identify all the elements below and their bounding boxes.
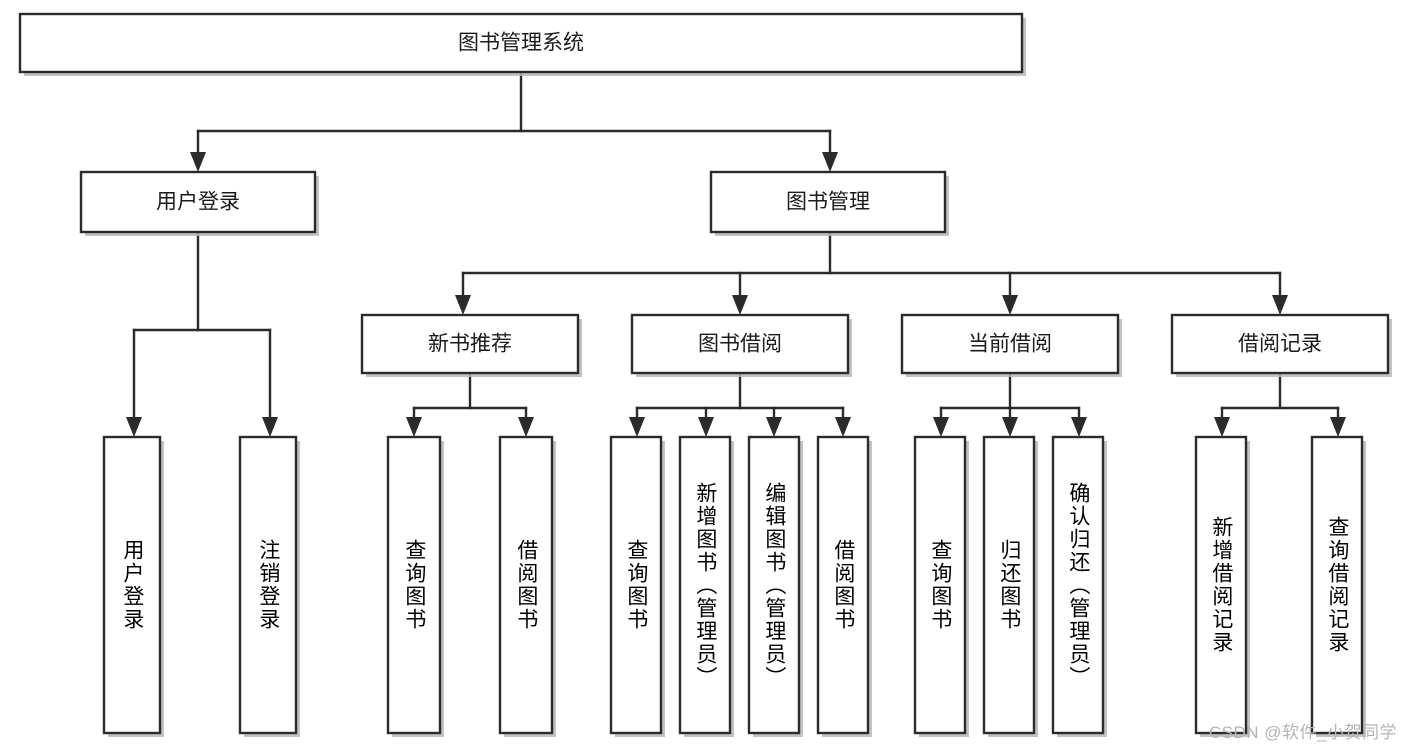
arrow-newbook-l2 — [518, 417, 534, 437]
arrow-login-leaf2 — [262, 417, 278, 437]
leaf-boxes-current-borrow — [913, 435, 1107, 737]
leaf-box-borrow-2[interactable] — [678, 435, 732, 735]
arrow-record-l1 — [1214, 417, 1230, 437]
leaf-box-current-2[interactable] — [982, 435, 1036, 735]
node-borrow-record-label: 借阅记录 — [1238, 333, 1322, 356]
node-book-management-box[interactable] — [709, 170, 947, 234]
connector-group-login — [126, 230, 278, 437]
node-book-management-label: 图书管理 — [786, 191, 870, 214]
csdn-watermark: CSDN @软件_小贺同学 — [1208, 723, 1397, 742]
node-book-borrow[interactable]: 图书借阅 — [630, 313, 852, 377]
node-new-book-recommend-box[interactable] — [360, 313, 580, 375]
leaf-box-borrow-4[interactable] — [816, 435, 870, 735]
leaf-box-newbook-1[interactable] — [386, 435, 442, 735]
leaf-box-newbook-2[interactable] — [498, 435, 554, 735]
node-new-book-recommend[interactable]: 新书推荐 — [360, 313, 582, 377]
arrow-bookmgmt-c3 — [1002, 295, 1018, 315]
arrow-borrow-l4 — [835, 417, 851, 437]
connector-group-bookmgmt — [455, 230, 1288, 315]
arrow-root-to-login — [190, 152, 206, 172]
node-borrow-record[interactable]: 借阅记录 — [1170, 313, 1392, 377]
node-root-box[interactable] — [18, 12, 1024, 74]
node-root-label: 图书管理系统 — [458, 32, 584, 55]
arrow-newbook-l1 — [406, 417, 422, 437]
node-book-management[interactable]: 图书管理 — [709, 170, 949, 236]
leaf-box-user-login-1[interactable] — [102, 435, 162, 735]
arrow-borrow-l2 — [698, 417, 714, 437]
node-current-borrow-label: 当前借阅 — [968, 333, 1052, 356]
leaf-boxes-user-login — [102, 435, 300, 737]
connector-group-root — [190, 72, 838, 172]
arrow-bookmgmt-c4 — [1272, 295, 1288, 315]
connector-group-newbook — [406, 373, 534, 437]
leaf-box-current-3[interactable] — [1051, 435, 1105, 735]
node-root[interactable]: 图书管理系统 — [18, 12, 1026, 76]
leaf-box-record-1[interactable] — [1194, 435, 1248, 735]
arrow-borrow-l3 — [766, 417, 782, 437]
leaf-boxes-book-borrow — [609, 435, 872, 737]
node-current-borrow[interactable]: 当前借阅 — [900, 313, 1122, 377]
node-user-login[interactable]: 用户登录 — [79, 170, 319, 236]
arrow-current-l2 — [1002, 417, 1018, 437]
connector-group-current — [933, 373, 1087, 437]
connector-group-borrow — [629, 373, 851, 437]
leaf-box-borrow-3[interactable] — [747, 435, 801, 735]
node-current-borrow-box[interactable] — [900, 313, 1120, 375]
arrow-bookmgmt-c1 — [455, 295, 471, 315]
leaf-boxes-borrow-record — [1194, 435, 1366, 737]
leaf-box-borrow-1[interactable] — [609, 435, 663, 735]
node-book-borrow-box[interactable] — [630, 313, 850, 375]
arrow-record-l2 — [1330, 417, 1346, 437]
node-book-borrow-label: 图书借阅 — [698, 333, 782, 356]
connector-group-record — [1214, 373, 1346, 437]
leaf-box-user-login-2[interactable] — [238, 435, 298, 735]
leaf-box-record-2[interactable] — [1310, 435, 1364, 735]
node-borrow-record-box[interactable] — [1170, 313, 1390, 375]
node-user-login-label: 用户登录 — [156, 191, 240, 214]
leaf-box-current-1[interactable] — [913, 435, 967, 735]
arrow-bookmgmt-c2 — [732, 295, 748, 315]
arrow-root-to-bookmgmt — [822, 152, 838, 172]
arrow-current-l3 — [1071, 417, 1087, 437]
arrow-borrow-l1 — [629, 417, 645, 437]
arrow-login-leaf1 — [126, 417, 142, 437]
leaf-boxes-new-book-recommend — [386, 435, 556, 737]
node-user-login-box[interactable] — [79, 170, 317, 234]
node-new-book-recommend-label: 新书推荐 — [428, 333, 512, 356]
arrow-current-l1 — [933, 417, 949, 437]
